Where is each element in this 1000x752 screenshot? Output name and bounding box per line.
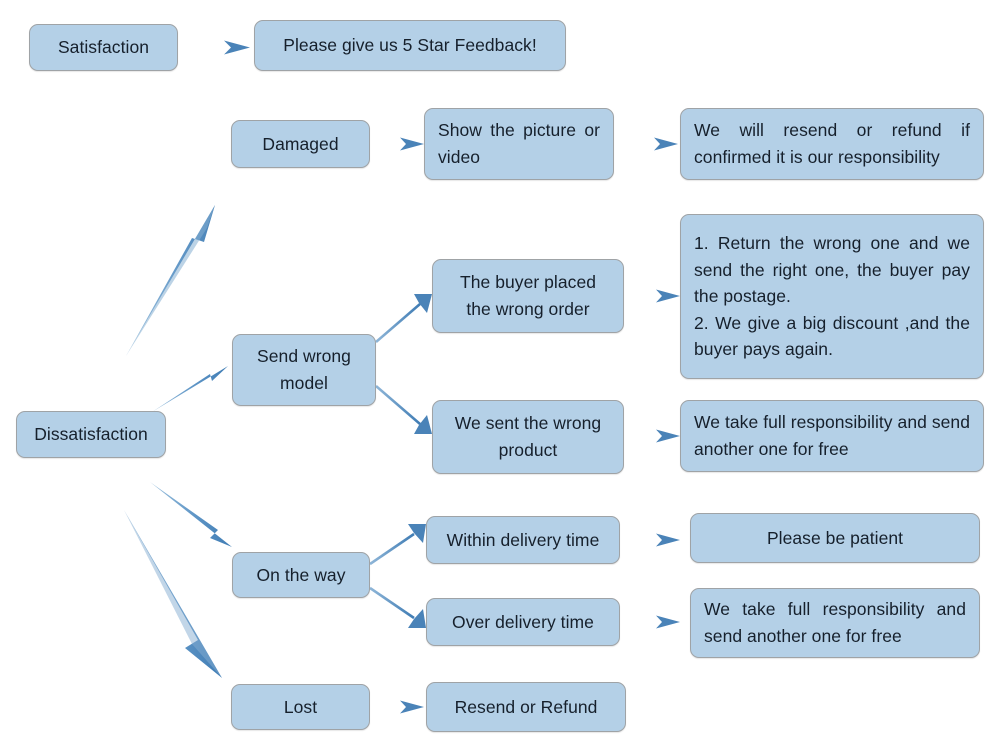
node-full-responsibility-a-label: We take full responsibility and send ano…	[694, 412, 970, 459]
node-satisfaction[interactable]: Satisfaction	[29, 24, 178, 71]
node-send-wrong-model-label: Send wrong model	[257, 346, 351, 393]
node-on-the-way[interactable]: On the way	[232, 552, 370, 598]
arrow-on-the-way-to-over-delivery	[369, 586, 426, 628]
node-full-responsibility-a[interactable]: We take full responsibility and send ano…	[680, 400, 984, 472]
node-resend-refund-if-confirmed[interactable]: We will resend or refund if confirmed it…	[680, 108, 984, 180]
node-dissatisfaction-label: Dissatisfaction	[34, 424, 148, 445]
node-lost-label: Lost	[283, 696, 318, 717]
node-please-be-patient-label: Please be patient	[766, 527, 904, 548]
node-five-star-feedback-label: Please give us 5 Star Feedback!	[283, 35, 537, 56]
node-please-be-patient[interactable]: Please be patient	[690, 513, 980, 563]
node-send-wrong-model[interactable]: Send wrong model	[232, 334, 376, 406]
arrow-dissatisfaction-to-on-the-way	[150, 482, 232, 547]
arrow-on-the-way-to-within-delivery	[369, 524, 426, 566]
node-buyer-placed-wrong-order[interactable]: The buyer placed the wrong order	[432, 259, 624, 333]
node-wrong-order-option-2: 2. We give a big discount ,and the buyer…	[694, 312, 970, 360]
node-we-sent-wrong-product[interactable]: We sent the wrong product	[432, 400, 624, 474]
node-on-the-way-label: On the way	[256, 564, 346, 585]
node-within-delivery-time[interactable]: Within delivery time	[426, 516, 620, 564]
arrow-dissatisfaction-to-damaged	[126, 205, 215, 356]
node-dissatisfaction[interactable]: Dissatisfaction	[16, 411, 166, 458]
arrow-over-delivery-to-full-responsibility-b	[620, 615, 680, 629]
node-wrong-order-option-1: 1. Return the wrong one and we send the …	[694, 233, 970, 307]
node-damaged-label: Damaged	[262, 133, 339, 154]
node-we-sent-wrong-product-label: We sent the wrong product	[454, 413, 602, 460]
node-resend-or-refund-label: Resend or Refund	[454, 696, 598, 717]
node-over-delivery-time[interactable]: Over delivery time	[426, 598, 620, 646]
arrow-send-wrong-model-to-buyer-wrong-order	[375, 294, 432, 343]
node-full-responsibility-b-label: We take full responsibility and send ano…	[704, 599, 966, 646]
node-buyer-placed-wrong-order-label: The buyer placed the wrong order	[459, 272, 597, 319]
node-damaged[interactable]: Damaged	[231, 120, 370, 168]
arrow-within-delivery-to-be-patient	[620, 533, 680, 547]
arrow-lost-to-resend-or-refund	[370, 700, 424, 714]
node-lost[interactable]: Lost	[231, 684, 370, 730]
arrow-damaged-to-show-picture	[370, 137, 424, 151]
arrow-buyer-wrong-order-to-options	[624, 289, 680, 303]
arrow-satisfaction-to-five-star	[178, 40, 250, 55]
arrow-show-picture-to-resend-refund	[614, 137, 678, 151]
node-wrong-order-options[interactable]: 1. Return the wrong one and we send the …	[680, 214, 984, 379]
arrow-dissatisfaction-to-send-wrong-model	[152, 366, 228, 412]
node-within-delivery-time-label: Within delivery time	[446, 529, 600, 550]
node-show-picture-label: Show the picture or video	[438, 120, 600, 167]
arrow-send-wrong-model-to-we-sent-wrong	[375, 385, 432, 434]
node-show-picture[interactable]: Show the picture or video	[424, 108, 614, 180]
arrow-dissatisfaction-to-lost	[124, 510, 222, 678]
node-full-responsibility-b[interactable]: We take full responsibility and send ano…	[690, 588, 980, 658]
node-resend-refund-if-confirmed-label: We will resend or refund if confirmed it…	[694, 120, 970, 167]
arrow-we-sent-wrong-to-full-responsibility-a	[624, 429, 680, 443]
node-five-star-feedback[interactable]: Please give us 5 Star Feedback!	[254, 20, 566, 71]
node-resend-or-refund[interactable]: Resend or Refund	[426, 682, 626, 732]
node-satisfaction-label: Satisfaction	[57, 37, 150, 58]
node-over-delivery-time-label: Over delivery time	[452, 611, 594, 632]
